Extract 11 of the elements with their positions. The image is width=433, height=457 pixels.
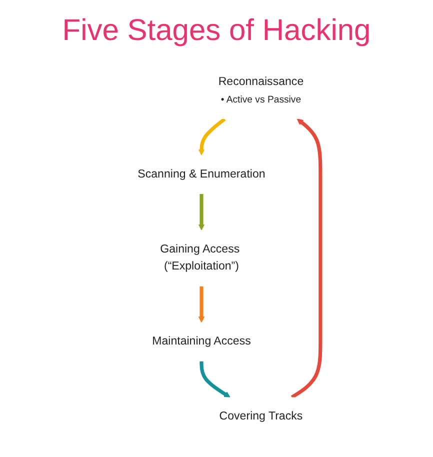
node-text: Maintaining Access [152,334,251,348]
node-text: Scanning & Enumeration [138,168,266,180]
arrow [200,360,230,398]
node-text: Covering Tracks [219,410,303,422]
arrow [198,117,226,155]
arrow [198,286,205,322]
arrow [198,194,205,230]
node-text: Reconnaissance • Active vs Passive [218,75,304,104]
arrow [290,118,322,398]
diagram-title: Five Stages of Hacking [61,14,372,48]
node-text: Gaining Access (“Exploitation”) [160,242,240,272]
